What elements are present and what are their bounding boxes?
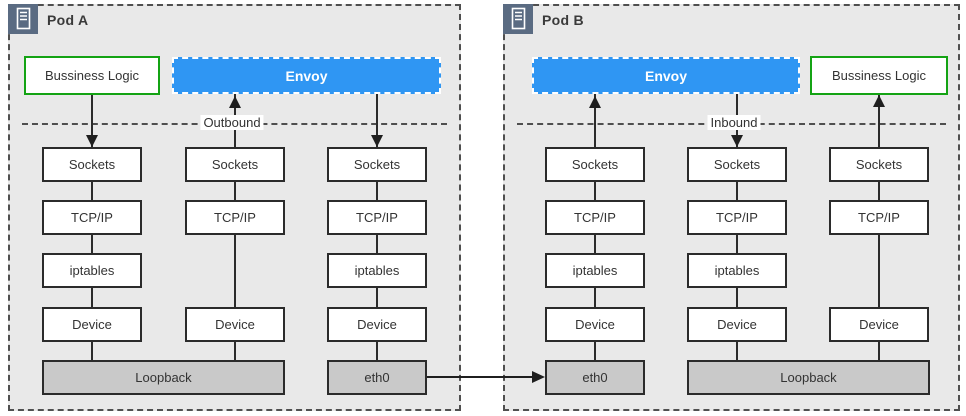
inbound-label: Inbound (707, 115, 761, 130)
eth0-box: eth0 (327, 360, 427, 395)
connector-line (878, 182, 880, 200)
connector-line (594, 182, 596, 200)
tcpip-box: TCP/IP (545, 200, 645, 235)
connector-line (91, 182, 93, 200)
iptables-box: iptables (42, 253, 142, 288)
connector-line (376, 94, 378, 147)
arrow-up-icon (589, 96, 601, 108)
connector-line (736, 182, 738, 200)
arrow-down-icon (731, 135, 743, 147)
connector-line (878, 95, 880, 147)
envoy-box: Envoy (172, 57, 441, 94)
arrow-down-icon (371, 135, 383, 147)
sockets-box: Sockets (42, 147, 142, 182)
arrow-up-icon (229, 96, 241, 108)
tcpip-box: TCP/IP (687, 200, 787, 235)
tcpip-box: TCP/IP (829, 200, 929, 235)
connector-line (234, 182, 236, 200)
device-box: Device (327, 307, 427, 342)
eth0-link-line (427, 376, 534, 378)
tcpip-box: TCP/IP (327, 200, 427, 235)
pod-server-icon (8, 4, 38, 34)
iptables-box: iptables (545, 253, 645, 288)
connector-line (234, 235, 236, 307)
device-box: Device (687, 307, 787, 342)
connector-line (91, 288, 93, 307)
connector-line (594, 94, 596, 147)
connector-line (594, 342, 596, 360)
eth0-box: eth0 (545, 360, 645, 395)
arrow-right-icon (532, 371, 545, 383)
connector-line (736, 235, 738, 253)
sockets-box: Sockets (327, 147, 427, 182)
connector-line (376, 235, 378, 253)
pod-server-icon (503, 4, 533, 34)
loopback-box: Loopback (687, 360, 930, 395)
business-logic-box: Bussiness Logic (810, 56, 948, 95)
pod-title: Pod B (542, 12, 584, 28)
device-box: Device (42, 307, 142, 342)
tcpip-box: TCP/IP (185, 200, 285, 235)
pod-b-container: Pod B Envoy Bussiness Logic Inbound Sock… (503, 4, 960, 411)
arrow-down-icon (86, 135, 98, 147)
arrow-up-icon (873, 95, 885, 107)
iptables-box: iptables (687, 253, 787, 288)
connector-line (594, 288, 596, 307)
device-box: Device (829, 307, 929, 342)
device-box: Device (545, 307, 645, 342)
sockets-box: Sockets (687, 147, 787, 182)
connector-line (91, 95, 93, 147)
sockets-box: Sockets (829, 147, 929, 182)
sockets-box: Sockets (545, 147, 645, 182)
connector-line (91, 235, 93, 253)
connector-line (878, 342, 880, 360)
connector-line (376, 342, 378, 360)
connector-line (234, 342, 236, 360)
pod-a-container: Pod A Bussiness Logic Envoy Outbound Soc… (8, 4, 461, 411)
connector-line (594, 235, 596, 253)
device-box: Device (185, 307, 285, 342)
connector-line (376, 288, 378, 307)
connector-line (878, 235, 880, 307)
iptables-box: iptables (327, 253, 427, 288)
tcpip-box: TCP/IP (42, 200, 142, 235)
connector-line (736, 288, 738, 307)
business-logic-box: Bussiness Logic (24, 56, 160, 95)
pod-title: Pod A (47, 12, 89, 28)
envoy-box: Envoy (532, 57, 800, 94)
outbound-label: Outbound (200, 115, 264, 130)
loopback-box: Loopback (42, 360, 285, 395)
connector-line (736, 342, 738, 360)
sockets-box: Sockets (185, 147, 285, 182)
connector-line (91, 342, 93, 360)
connector-line (376, 182, 378, 200)
